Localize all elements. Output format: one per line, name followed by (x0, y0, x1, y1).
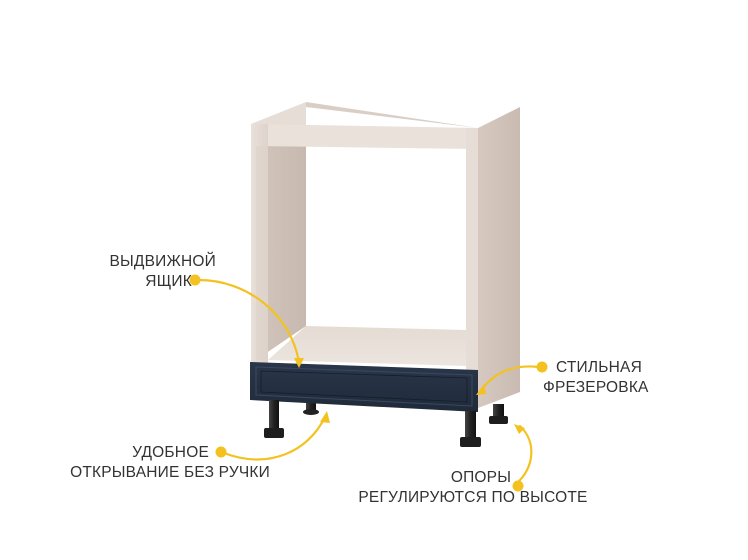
drawer-dot-icon (189, 274, 201, 286)
drawer-front (250, 362, 478, 412)
callout-drawer-line-1: ВЫДВИЖНОЙ (109, 253, 216, 270)
drawer-arrow (197, 278, 301, 364)
callout-legs-line-1: ОПОРЫ (450, 469, 512, 486)
callout-legs: ОПОРЫ РЕГУЛИРУЮТСЯ ПО ВЫСОТЕ (346, 468, 600, 508)
milling-dot-icon (536, 361, 548, 373)
callout-drawer-line-2: ЯЩИК (145, 273, 192, 290)
handleless-dot-icon (215, 446, 227, 458)
callout-dots (189, 274, 548, 492)
legs-arrow (515, 424, 533, 485)
callout-drawer: ВЫДВИЖНОЙ ЯЩИК (109, 252, 216, 292)
callout-legs-line-2: РЕГУЛИРУЮТСЯ ПО ВЫСОТЕ (358, 489, 588, 506)
callout-handleless: УДОБНОЕ ОТКРЫВАНИЕ БЕЗ РУЧКИ (70, 443, 270, 483)
callout-milling-line-2: ФРЕЗЕРОВКА (543, 379, 649, 396)
front-legs (264, 400, 481, 447)
callout-milling-line-1: СТИЛЬНАЯ (556, 359, 642, 376)
bottom-shelf (268, 326, 466, 366)
callout-handleless-line-2: ОТКРЫВАНИЕ БЕЗ РУЧКИ (70, 464, 270, 481)
handleless-arrow (222, 415, 327, 461)
arrow-heads (294, 358, 525, 434)
legs-dot-icon (512, 480, 524, 492)
callout-handleless-line-1: УДОБНОЕ (132, 444, 209, 461)
right-side-panel (478, 107, 520, 408)
top-rail (251, 124, 478, 149)
right-front-edge (466, 128, 478, 405)
back-legs (303, 400, 508, 424)
callout-milling: СТИЛЬНАЯ ФРЕЗЕРОВКА (543, 358, 649, 398)
